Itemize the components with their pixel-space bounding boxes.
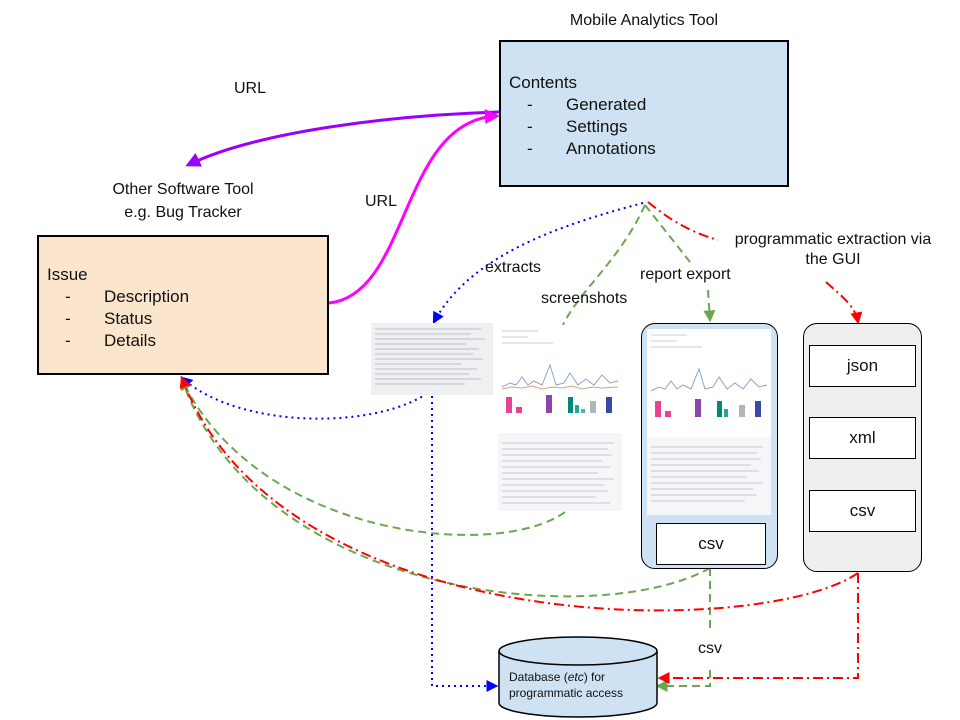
- item-label: Settings: [566, 117, 628, 136]
- item-label: Description: [104, 287, 190, 306]
- url-label-top: URL: [234, 80, 267, 97]
- url-label-mid: URL: [365, 193, 398, 210]
- screenshots-label: screenshots: [541, 290, 628, 307]
- mobile-tool-item-generated: - Generated: [509, 94, 656, 116]
- screenshots-to-issue-arrow: [180, 377, 566, 536]
- url-arrow-to-analytics-tool: [328, 109, 500, 305]
- formats-to-issue-arrow: [179, 375, 859, 612]
- csv-link-label: csv: [698, 640, 722, 657]
- database-label: Database (etc) for programmatic access: [509, 669, 623, 701]
- mobile-tool-item-settings: - Settings: [509, 116, 656, 138]
- programmatic-label-line2: the GUI: [805, 251, 861, 268]
- format-xml-box: xml: [809, 417, 916, 459]
- item-label: Status: [104, 309, 153, 328]
- format-csv-box: csv: [809, 490, 916, 532]
- issue-box: Issue - Description - Status - Details: [37, 235, 329, 375]
- report-csv-to-issue-arrow: [181, 379, 711, 598]
- dashboard-graphic: [498, 325, 622, 504]
- bullet-dash: -: [65, 287, 71, 306]
- item-label: Details: [104, 331, 156, 350]
- format-json-box: json: [809, 345, 916, 387]
- bullet-dash: -: [527, 139, 533, 158]
- programmatic-extraction-arrow: [647, 201, 858, 322]
- report-export-label: report export: [640, 266, 731, 283]
- report-graphic: [647, 329, 771, 502]
- report-screenshot-thumbnail: [647, 329, 771, 515]
- url-arrow-to-bug-tracker: [185, 110, 500, 167]
- other-tool-title-line1: Other Software Tool: [112, 181, 254, 198]
- item-label: Annotations: [566, 139, 656, 158]
- issue-item-details: - Details: [47, 330, 189, 352]
- bullet-dash: -: [527, 117, 533, 136]
- issue-item-status: - Status: [47, 308, 189, 330]
- database-label-line2: programmatic access: [509, 686, 624, 700]
- log-screenshot-thumbnail: [371, 323, 493, 395]
- issue-heading: Issue: [47, 265, 88, 284]
- mobile-tool-item-annotations: - Annotations: [509, 138, 656, 160]
- report-export-arrow: [644, 204, 710, 320]
- report-csv-box: csv: [656, 523, 766, 565]
- database-cylinder: [498, 636, 658, 718]
- programmatic-label-line1: programmatic extraction via: [734, 231, 932, 248]
- screenshots-arrow: [562, 204, 646, 326]
- mobile-tool-title: Mobile Analytics Tool: [569, 12, 719, 29]
- mobile-tool-contents-list: - Generated - Settings - Annotations: [509, 94, 656, 160]
- bullet-dash: -: [527, 95, 533, 114]
- formats-panel: json xml csv: [803, 323, 922, 572]
- mobile-tool-contents-heading: Contents: [509, 73, 578, 92]
- bullet-dash: -: [65, 309, 71, 328]
- extracts-to-database-arrow: [431, 390, 499, 692]
- issue-item-description: - Description: [47, 286, 189, 308]
- extracts-label: extracts: [485, 259, 542, 276]
- database-label-line1: Database (etc) for: [509, 669, 623, 685]
- issue-list: - Description - Status - Details: [47, 286, 189, 352]
- database-label-italic: etc: [567, 670, 584, 684]
- formats-to-database-arrow: [657, 573, 859, 684]
- dashboard-screenshot-thumbnail: [498, 325, 622, 511]
- database-label-part: ) for: [583, 670, 606, 684]
- database-label-part: Database (: [509, 670, 568, 684]
- report-export-panel: csv: [641, 323, 778, 569]
- mobile-tool-box: Contents - Generated - Settings - Annotatio…: [499, 40, 789, 187]
- bullet-dash: -: [65, 331, 71, 350]
- report-csv-to-database-arrow: [658, 568, 711, 686]
- item-label: Generated: [566, 95, 647, 114]
- log-lines-graphic: [375, 328, 485, 385]
- other-tool-title-line2: e.g. Bug Tracker: [124, 204, 242, 221]
